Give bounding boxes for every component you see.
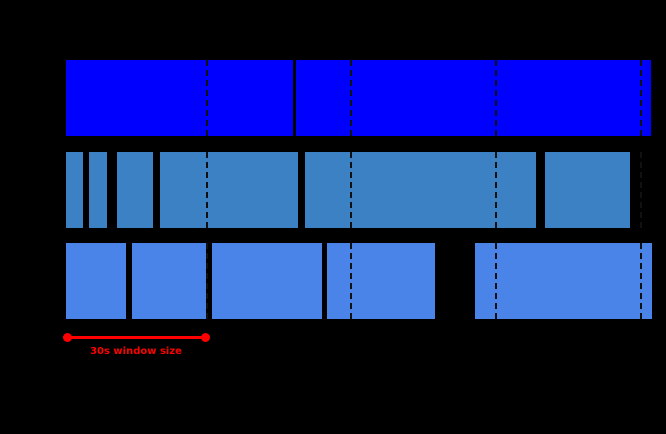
window-size-start-cap-icon	[63, 333, 72, 342]
segment-row-1-2	[296, 60, 651, 136]
segment-row-2-6	[545, 152, 630, 228]
segment-row-2-5	[305, 152, 536, 228]
window-size-end-cap-icon	[201, 333, 210, 342]
track-row-1	[0, 60, 666, 136]
segment-row-3-5	[475, 243, 652, 319]
track-row-3	[0, 243, 666, 319]
window-size-measure-line	[67, 336, 205, 339]
segment-row-3-4	[327, 243, 435, 319]
segment-row-2-4	[160, 152, 298, 228]
segment-row-1-1	[66, 60, 293, 136]
window-size-label: 30s window size	[90, 346, 182, 357]
segment-row-2-3	[117, 152, 153, 228]
segment-row-3-1	[66, 243, 126, 319]
segment-row-2-2	[89, 152, 107, 228]
segment-row-2-1	[66, 152, 83, 228]
track-row-2	[0, 152, 666, 228]
segment-row-3-3	[212, 243, 322, 319]
segment-row-3-2	[132, 243, 206, 319]
